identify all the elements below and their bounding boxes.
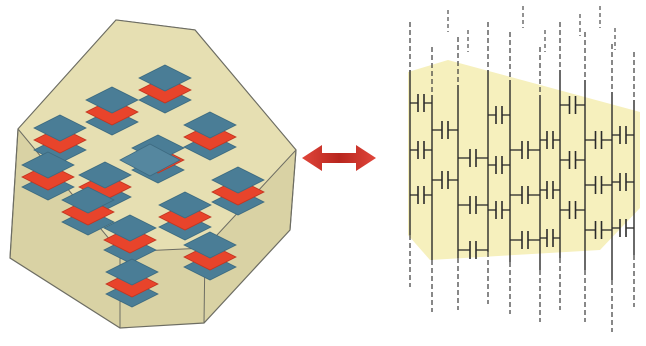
capacitor-symbol (458, 149, 488, 167)
capacitor-symbol (432, 121, 458, 139)
cube-illustration (9, 19, 297, 329)
capacitor-symbol (410, 141, 432, 159)
plate-pair (183, 111, 237, 161)
blue-plate-upper (183, 231, 237, 259)
capacitor-symbol (540, 229, 560, 247)
plate-pair (21, 151, 75, 201)
blue-plate-upper (78, 161, 132, 189)
capacitor-symbol (488, 106, 510, 124)
plate-pair (103, 214, 157, 264)
capacitor-symbol (612, 219, 634, 237)
double-headed-arrow-icon (302, 145, 376, 171)
capacitor-symbol (585, 176, 612, 194)
plate-pair (158, 191, 212, 241)
plate-pair (138, 64, 192, 114)
capacitor-symbol (488, 201, 510, 219)
blue-plate-upper (211, 166, 265, 194)
capacitor-network (408, 6, 640, 332)
capacitor-symbol (410, 94, 432, 112)
capacitor-symbol (540, 131, 560, 149)
blue-plate-upper (138, 64, 192, 92)
blue-plate-upper (183, 111, 237, 139)
capacitor-symbol (432, 171, 458, 189)
capacitor-symbol (585, 131, 612, 149)
capacitor-symbol (410, 186, 432, 204)
plate-pair (183, 231, 237, 281)
blue-plate-upper (85, 86, 139, 114)
capacitor-symbol (510, 231, 540, 249)
capacitor-symbol (510, 186, 540, 204)
blue-plate-upper (103, 214, 157, 242)
capacitor-symbol (585, 221, 612, 239)
blue-plate-upper (105, 258, 159, 286)
capacitor-symbol (560, 201, 585, 219)
capacitor-symbol (540, 181, 560, 199)
plate-pairs (21, 64, 265, 308)
blue-plate-upper (21, 151, 75, 179)
capacitor-symbol (612, 173, 634, 191)
blue-plate-upper (158, 191, 212, 219)
blue-plate-upper (61, 186, 115, 214)
plate-pair (211, 166, 265, 216)
capacitor-symbol (458, 241, 488, 259)
capacitor-symbol (612, 126, 634, 144)
capacitor-symbol (510, 141, 540, 159)
capacitor-symbol (560, 96, 585, 114)
capacitor-symbol (560, 151, 585, 169)
plate-pair (105, 258, 159, 308)
plate-pair (61, 186, 115, 236)
center-plate (119, 143, 181, 177)
plate-pair (85, 86, 139, 136)
capacitor-symbol (458, 196, 488, 214)
capacitor-symbol (488, 156, 510, 174)
blue-plate-upper (33, 114, 87, 142)
